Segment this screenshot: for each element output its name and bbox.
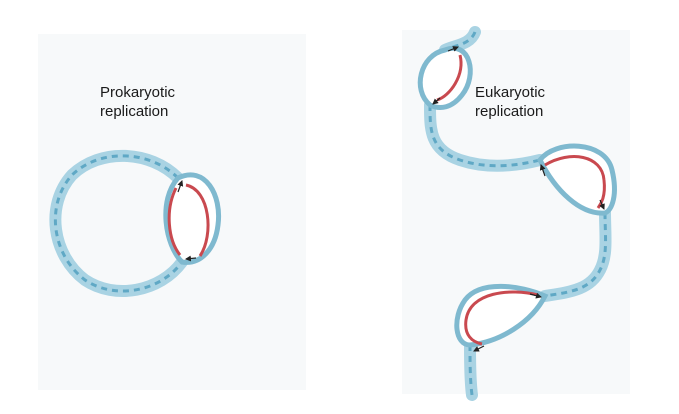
prokaryotic-new-strand-right — [185, 183, 210, 257]
eukaryotic-bubble-bottom-arrow-top — [529, 292, 542, 299]
eukaryotic-chromosome — [417, 26, 617, 401]
prokaryotic-label-line2: replication — [100, 103, 169, 120]
prokaryotic-dna-helix-inner — [53, 154, 184, 293]
prokaryotic-label: Prokaryotic replication — [100, 83, 175, 121]
eukaryotic-bubble-top — [417, 45, 473, 110]
eukaryotic-bubble-bottom-arrow-bottom — [473, 345, 485, 352]
prokaryotic-arrow-bottom — [185, 255, 197, 262]
prokaryotic-chromosome — [49, 149, 222, 297]
prokaryotic-label-line1: Prokaryotic — [100, 84, 176, 101]
eukaryotic-bubble-top-arrow-bottom — [432, 97, 441, 105]
eukaryotic-bubble-bottom-new-strand — [464, 290, 539, 346]
eukaryotic-label-line1: Eukaryotic — [475, 84, 546, 101]
eukaryotic-bubble-top-arrow-top — [447, 46, 459, 52]
prokaryotic-arrow-top — [177, 180, 184, 193]
eukaryotic-label-line2: replication — [475, 103, 544, 120]
prokaryotic-new-strand-left — [167, 187, 182, 256]
eukaryotic-label: Eukaryotic replication — [475, 83, 545, 121]
eukaryotic-bubble-middle-arrow-top — [539, 164, 546, 177]
eukaryotic-bubble-middle-arrow-bottom — [599, 199, 605, 210]
eukaryotic-dna-helix-inner — [428, 31, 608, 396]
